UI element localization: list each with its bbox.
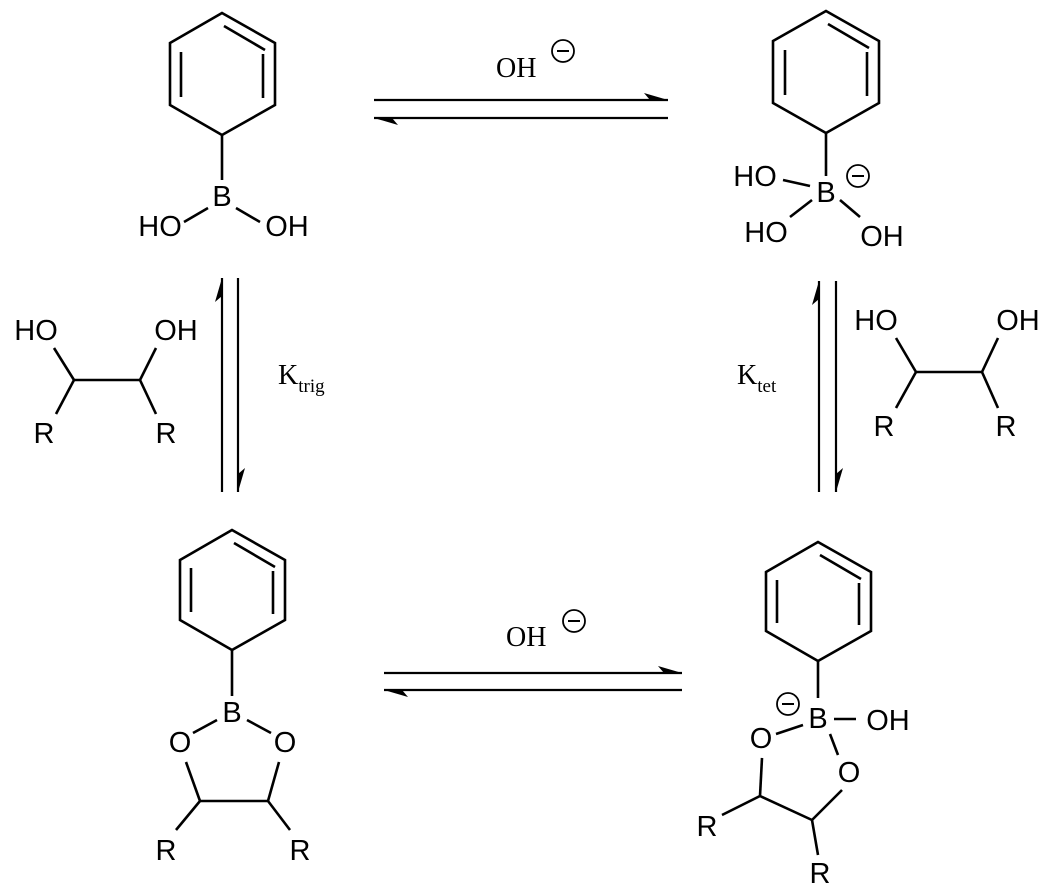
- constant-symbol: K: [278, 360, 298, 391]
- boronate-ester-tetrahedral: B OH O O R R: [697, 540, 910, 890]
- diol-hydroxyl-right: OH: [154, 315, 198, 347]
- boronic-acid-trigonal: B HO OH: [138, 11, 309, 243]
- hydroxyl-right: OH: [265, 211, 309, 243]
- diol-hydroxyl-left: HO: [14, 315, 58, 347]
- oxygen-left: O: [169, 727, 192, 759]
- constant-subscript: tet: [757, 376, 777, 397]
- diol-r-right: R: [996, 411, 1017, 443]
- r-group-left: R: [156, 835, 177, 867]
- constant-symbol: K: [737, 360, 757, 391]
- diol-r-left: R: [874, 411, 895, 443]
- boronate-ester-trigonal: B O O R R: [156, 528, 311, 867]
- arrowhead-left-icon: [374, 118, 398, 125]
- arrowhead-left-icon: [384, 690, 408, 697]
- diol-hydroxyl-right: OH: [996, 305, 1040, 337]
- boron-atom: B: [816, 177, 835, 209]
- hydroxyl-lower-left: HO: [744, 217, 788, 249]
- r-group-right: R: [290, 835, 311, 867]
- arrowhead-down-icon: [836, 468, 843, 492]
- reagent-label-top: OH: [496, 39, 575, 84]
- equilibrium-arrow-right: [812, 281, 843, 492]
- hydroxyl: OH: [866, 705, 910, 737]
- diol-r-left: R: [34, 418, 55, 450]
- arrowhead-down-icon: [238, 468, 245, 492]
- hydroxide-label: OH: [496, 53, 536, 84]
- hydroxide-label: OH: [506, 622, 546, 653]
- arrowhead-up-icon: [812, 281, 819, 305]
- phenyl-ring: [178, 528, 287, 652]
- phenyl-ring: [771, 9, 881, 135]
- diol-hydroxyl-left: HO: [854, 305, 898, 337]
- negative-charge-icon: [776, 692, 800, 716]
- oxygen-right: O: [274, 727, 297, 759]
- oxygen-left: O: [750, 723, 773, 755]
- boron-atom: B: [212, 181, 231, 213]
- oxygen-right: O: [838, 757, 861, 789]
- boronate-tetrahedral: B HO HO OH: [733, 9, 904, 253]
- equilibrium-arrow-bottom: [384, 666, 682, 697]
- r-group-bottom: R: [810, 858, 831, 890]
- boron-atom: B: [808, 703, 827, 735]
- hydroxyl-upper-left: HO: [733, 161, 777, 193]
- hydroxyl-left: HO: [138, 211, 182, 243]
- diol-r-right: R: [156, 418, 177, 450]
- hydroxyl-lower-right: OH: [860, 221, 904, 253]
- equilibrium-arrow-left: [215, 278, 245, 492]
- equilibrium-arrow-top: [374, 93, 668, 125]
- reagent-label-bottom: OH: [506, 609, 586, 653]
- diol-left: HO OH R R: [14, 315, 198, 450]
- phenyl-ring: [764, 540, 873, 663]
- arrowhead-up-icon: [215, 278, 222, 302]
- boron-atom: B: [222, 697, 241, 729]
- phenyl-ring: [168, 11, 277, 137]
- negative-charge-icon: [846, 164, 870, 188]
- arrowhead-right-icon: [658, 666, 682, 673]
- equilibrium-constant-trig: Ktrig: [278, 360, 325, 397]
- negative-charge-icon: [551, 39, 575, 63]
- arrowhead-right-icon: [644, 93, 668, 100]
- constant-subscript: trig: [298, 376, 325, 397]
- negative-charge-icon: [562, 609, 586, 633]
- diol-right: HO OH R R: [854, 305, 1040, 443]
- r-group-left: R: [697, 811, 718, 843]
- equilibrium-constant-tet: Ktet: [737, 360, 777, 397]
